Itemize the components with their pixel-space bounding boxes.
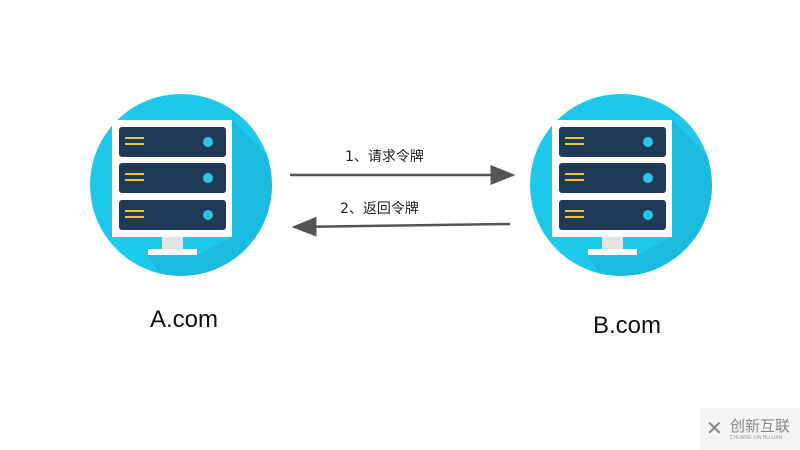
response-arrow: [291, 216, 511, 237]
watermark-text: 创新互联: [730, 417, 791, 435]
watermark-logo: ✕ 创新互联 CHUANG XIN HU LIAN: [700, 408, 800, 450]
request-label: 1、请求令牌: [345, 149, 424, 165]
watermark-subtext: CHUANG XIN HU LIAN: [730, 435, 783, 441]
logo-icon: ✕: [706, 418, 723, 440]
server-icon-b: [530, 94, 712, 276]
response-label: 2、返回令牌: [340, 201, 419, 217]
server-icon-a: [90, 94, 272, 276]
server-b-label: B.com: [593, 312, 662, 339]
server-a-label: A.com: [150, 306, 219, 333]
